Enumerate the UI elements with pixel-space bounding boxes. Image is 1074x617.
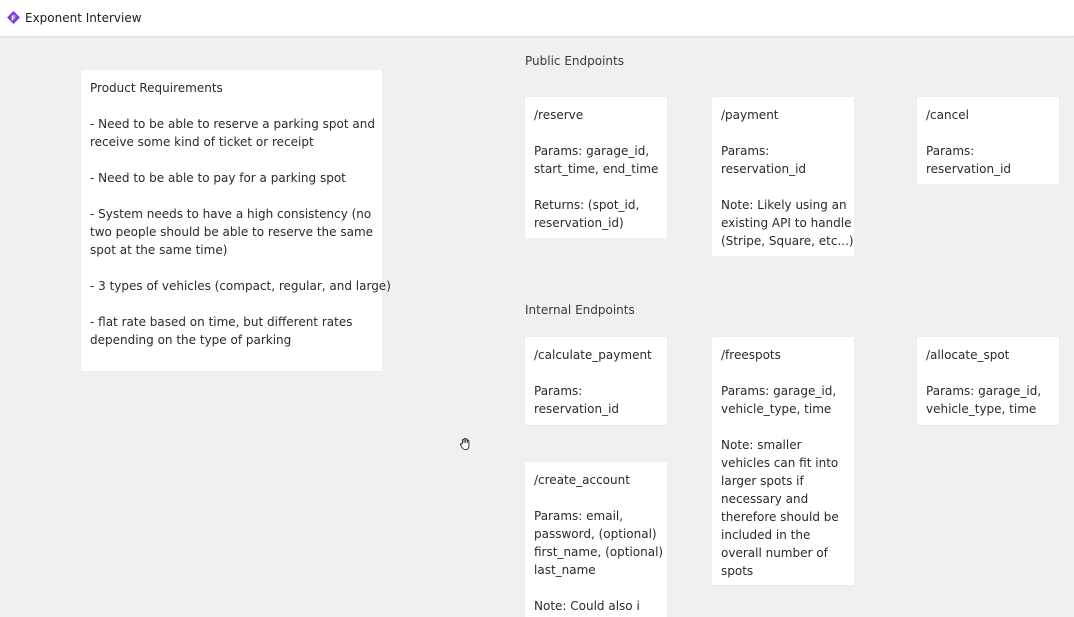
- endpoint-name: /calculate_payment: [534, 348, 652, 362]
- top-bar: F Exponent Interview: [0, 0, 1074, 37]
- product-requirements-card[interactable]: Product Requirements - Need to be able t…: [81, 70, 391, 371]
- requirement-item: - Need to be able to pay for a parking s…: [90, 171, 346, 185]
- endpoint-card-calculate-payment[interactable]: /calculate_payment Params: reservation_i…: [525, 337, 667, 425]
- endpoint-name: /allocate_spot: [926, 348, 1010, 362]
- endpoint-card-payment[interactable]: /payment Params: reservation_id Note: Li…: [712, 97, 854, 256]
- public-endpoints-title: Public Endpoints: [525, 54, 624, 68]
- endpoint-name: /create_account: [534, 473, 630, 487]
- requirement-item: - 3 types of vehicles (compact, regular,…: [90, 279, 391, 293]
- svg-text:F: F: [11, 14, 16, 22]
- app-title: Exponent Interview: [25, 11, 142, 25]
- endpoint-card-cancel[interactable]: /cancel Params: reservation_id: [917, 97, 1059, 184]
- requirements-title: Product Requirements: [90, 81, 223, 95]
- requirement-item: - Need to be able to reserve a parking s…: [90, 117, 375, 149]
- endpoint-card-reserve[interactable]: /reserve Params: garage_id, start_time, …: [525, 97, 667, 238]
- endpoint-card-create-account[interactable]: /create_account Params: email, password,…: [525, 462, 667, 617]
- endpoint-card-freespots[interactable]: /freespots Params: garage_id, vehicle_ty…: [712, 337, 854, 585]
- requirement-item: - System needs to have a high consistenc…: [90, 207, 374, 257]
- hand-grab-cursor-icon: [459, 437, 470, 451]
- exponent-diamond-icon[interactable]: F: [7, 11, 20, 24]
- requirement-item: - flat rate based on time, but different…: [90, 315, 353, 347]
- endpoint-card-allocate-spot[interactable]: /allocate_spot Params: garage_id, vehicl…: [917, 337, 1059, 425]
- endpoint-name: /cancel: [926, 108, 969, 122]
- endpoint-name: /reserve: [534, 108, 584, 122]
- endpoint-name: /freespots: [721, 348, 781, 362]
- internal-endpoints-title: Internal Endpoints: [525, 303, 635, 317]
- endpoint-name: /payment: [721, 108, 779, 122]
